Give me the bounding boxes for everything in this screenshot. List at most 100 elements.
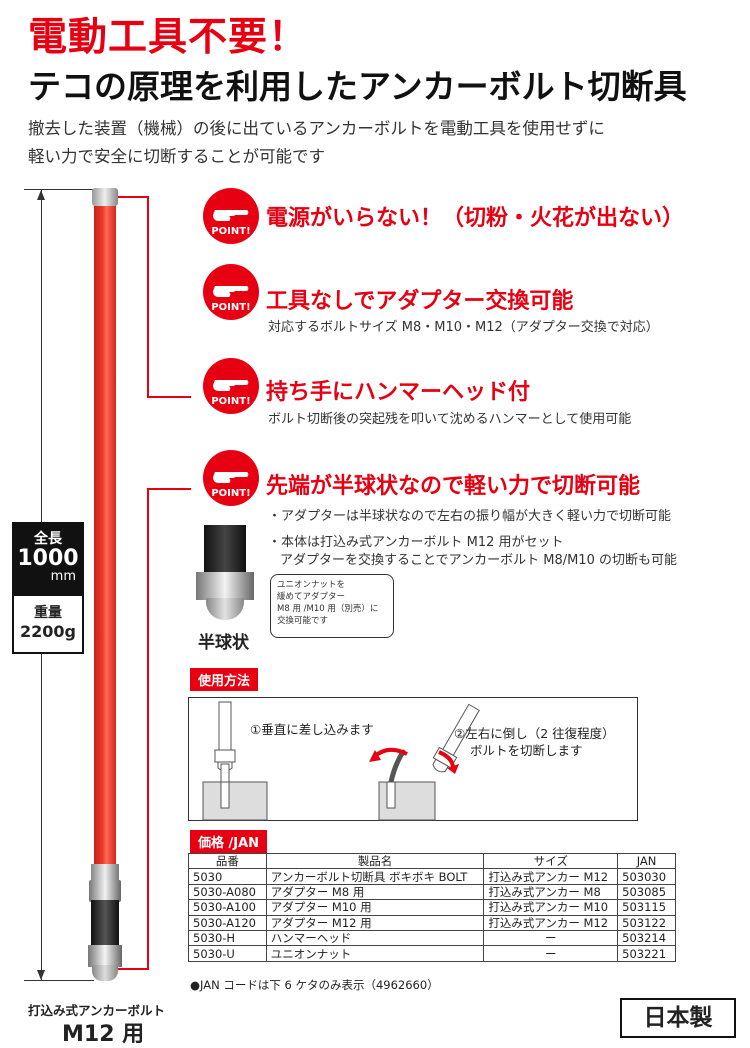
adapter-hemisphere-tip (206, 598, 244, 620)
pointing-hand-icon: POINT! (211, 210, 251, 237)
product-collar (91, 864, 119, 884)
table-row: 5030 アンカーボルト切断具 ボキボキ BOLT 打込み式アンカー M12 5… (188, 868, 676, 885)
pointing-hand-icon: POINT! (211, 286, 251, 313)
usage-step-1: ①垂直に差し込みます (250, 722, 374, 737)
dimension-tick-top (24, 189, 94, 190)
spec-length-panel: 全長 1000 mm (14, 524, 82, 596)
adapter-black-sleeve (204, 525, 246, 575)
table-cell: ハンマーヘッド (265, 929, 485, 947)
leader-line (147, 396, 191, 398)
dimension-tick-bottom (24, 980, 94, 981)
point-3-subtext: ボルト切断後の突起残を叩いて沈めるハンマーとして使用可能 (268, 412, 632, 427)
point-2-subtext: 対応するボルトサイズ M8・M10・M12（アダプター交換で対応） (268, 320, 659, 335)
bent-bolt-step2 (388, 749, 406, 785)
price-note: ●JAN コードは下 6 ケタのみ表示（4962660） (190, 978, 439, 992)
product-bar-handle (94, 200, 116, 870)
table-cell: 5030-A100 (188, 899, 267, 916)
point-4-subtext-1: ・アダプターは半球状なので左右の振り幅が大きく軽い力で切断可能 (268, 509, 672, 524)
table-row: 5030-H ハンマーヘッド ー 503214 (188, 929, 676, 947)
callout-line: 緩めてアダプター (277, 592, 346, 602)
adapter-callout: ユニオンナットを 緩めてアダプター M8 用 /M10 用（別売）に 交換可能で… (270, 574, 394, 638)
usage-diagram (202, 701, 480, 821)
bar-caption-line-2: M12 用 (62, 1022, 145, 1047)
spec-box: 全長 1000 mm 重量 2200g (12, 522, 84, 654)
concrete-step1 (202, 781, 268, 821)
point-badge-text: POINT! (211, 302, 250, 313)
dimension-arrow-bottom (37, 970, 45, 980)
column-header: 製品名 (265, 852, 485, 870)
usage-diagram-box (188, 697, 638, 821)
product-union-nut (88, 945, 122, 967)
tool-shaft-step1 (218, 701, 232, 751)
table-row: 5030-A120 アダプター M12 用 打込み式アンカー M12 50312… (188, 914, 676, 931)
table-cell: アダプター M8 用 (265, 883, 485, 901)
spec-weight-value: 2200g (20, 622, 76, 641)
table-cell: 503221 (617, 945, 676, 962)
point-4-subtext-2: ・本体は打込み式アンカーボルト M12 用がセット (268, 535, 564, 550)
table-cell: 打込み式アンカー M12 (483, 914, 619, 931)
point-badge-3: POINT! (203, 358, 259, 414)
table-cell: 打込み式アンカー M10 (483, 899, 619, 916)
table-cell: 5030-A120 (188, 914, 267, 931)
table-cell: ー (483, 945, 619, 962)
table-cell: 503115 (617, 899, 676, 916)
pointing-hand-icon: POINT! (211, 472, 251, 499)
spec-weight-label: 重量 (34, 605, 62, 621)
table-cell: 503122 (617, 914, 676, 931)
table-row: 5030-U ユニオンナット ー 503221 (188, 945, 676, 962)
point-badge-4: POINT! (203, 450, 259, 506)
table-cell: 5030-U (188, 945, 267, 962)
description-line-1: 撤去した装置（機械）の後に出ているアンカーボルトを電動工具を使用せずに (28, 119, 605, 138)
table-cell: アダプター M10 用 (265, 899, 485, 916)
table-cell: 打込み式アンカー M8 (483, 883, 619, 901)
table-cell: ユニオンナット (265, 945, 485, 962)
table-cell: 503214 (617, 929, 676, 947)
spec-length-unit: mm (50, 569, 76, 584)
leader-line (147, 488, 149, 970)
point-2-title: 工具なしでアダプター交換可能 (266, 289, 574, 314)
callout-line: M8 用 /M10 用（別売）に (277, 604, 379, 614)
leader-line (118, 196, 148, 198)
point-4-title: 先端が半球状なので軽い力で切断可能 (266, 474, 641, 499)
made-in-japan-badge: 日本製 (620, 998, 736, 1038)
callout-line: 交換可能です (277, 616, 329, 626)
table-cell: アダプター M12 用 (265, 914, 485, 931)
callout-line: ユニオンナットを (277, 580, 346, 590)
table-cell: 打込み式アンカー M12 (483, 868, 619, 885)
table-cell: ー (483, 929, 619, 947)
headline: 電動工具不要！ (28, 15, 309, 60)
point-3-title: 持ち手にハンマーヘッド付 (266, 380, 531, 405)
point-badge-2: POINT! (203, 264, 259, 320)
subtitle: テコの原理を利用したアンカーボルト切断具 (28, 67, 687, 106)
column-header: 品番 (188, 852, 267, 870)
point-badge-text: POINT! (211, 396, 250, 407)
point-badge-text: POINT! (211, 488, 250, 499)
table-cell: 5030-H (188, 929, 267, 947)
point-badge-text: POINT! (211, 226, 250, 237)
description-line-2: 軽い力で安全に切断することが可能です (28, 147, 325, 166)
spec-weight-panel: 重量 2200g (14, 596, 82, 652)
table-cell: 503085 (617, 883, 676, 901)
table-row: 5030-A100 アダプター M10 用 打込み式アンカー M10 50311… (188, 899, 676, 916)
leader-line (147, 488, 191, 490)
table-cell: 5030 (188, 868, 267, 885)
leader-line (147, 196, 149, 398)
table-header-row: 品番 製品名 サイズ JAN (188, 852, 676, 870)
table-cell: 5030-A080 (188, 883, 267, 901)
product-collar-ring (89, 880, 121, 902)
point-badge-1: POINT! (203, 188, 259, 244)
tool-nut-step1 (214, 749, 236, 763)
bar-caption-line-1: 打込み式アンカーボルト (28, 1003, 166, 1018)
point-1-title: 電源がいらない！（切粉・火花が出ない） (266, 206, 685, 231)
point-4-subtext-3: アダプターを交換することでアンカーボルト M8/M10 の切断も可能 (280, 553, 677, 568)
usage-step-2-line-1: ②左右に倒し（2 往復程度） (454, 726, 615, 741)
usage-section-label: 使用方法 (190, 668, 259, 691)
product-hammer-head (92, 188, 118, 206)
pointing-hand-icon: POINT! (211, 380, 251, 407)
table-row: 5030-A080 アダプター M8 用 打込み式アンカー M8 503085 (188, 883, 676, 901)
table-cell: アンカーボルト切断具 ボキボキ BOLT (265, 868, 485, 885)
usage-step-2-line-2: ボルトを切断します (470, 743, 583, 758)
adapter-union-nut (196, 572, 254, 600)
leader-line (118, 968, 149, 970)
table-cell: 503030 (617, 868, 676, 885)
